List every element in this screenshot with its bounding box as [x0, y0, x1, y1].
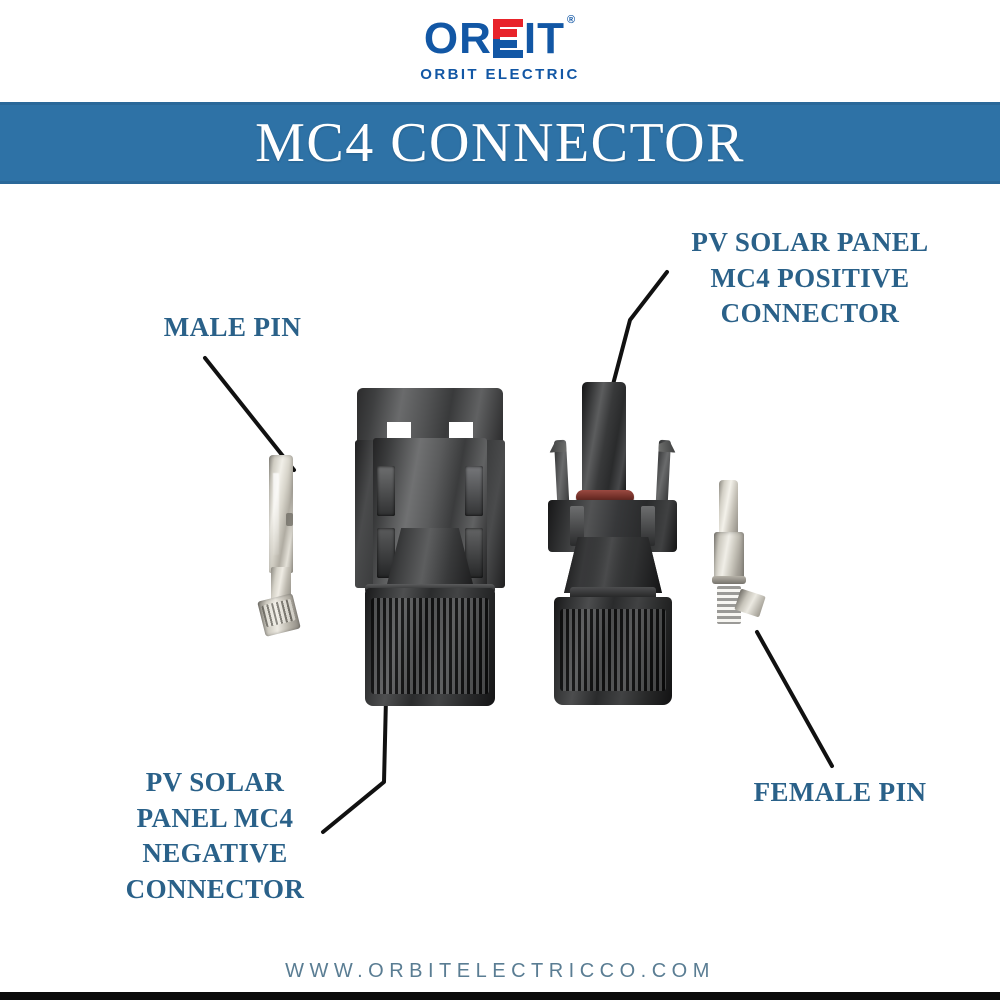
callout-label-positive-connector: PV SOLAR PANEL MC4 POSITIVE CONNECTOR	[691, 227, 929, 329]
title-banner: MC4 CONNECTOR	[0, 102, 1000, 184]
footer-bar	[0, 992, 1000, 1000]
logo-tagline: ORBIT ELECTRIC	[420, 66, 580, 83]
male-pin-notch	[286, 513, 293, 526]
callout-label-male-pin: MALE PIN	[163, 312, 302, 342]
positive-connector-nose	[582, 382, 626, 497]
logo-b-bar-1	[492, 19, 523, 27]
logo-b-bar-2	[492, 29, 517, 37]
logo-letters-before: OR	[423, 14, 492, 63]
female-pin-tip	[719, 480, 738, 538]
female-pin-ring	[712, 576, 746, 584]
positive-connector-cone	[564, 537, 662, 593]
negative-connector-latch-slot	[465, 466, 483, 516]
logo-b-glyph-icon	[492, 17, 523, 61]
logo-b-spine-red	[492, 19, 500, 58]
positive-connector-knurled-cap	[554, 597, 672, 705]
page-title: MC4 CONNECTOR	[255, 112, 745, 174]
positive-connector-rib-left	[570, 506, 584, 546]
leader-line-male-pin	[203, 356, 296, 472]
negative-connector-taper	[385, 528, 475, 592]
female-pin-photo	[705, 480, 775, 650]
logo-b-bar-3	[492, 40, 517, 48]
male-pin-photo	[255, 455, 305, 645]
negative-connector-latch-slot	[377, 466, 395, 516]
negative-connector-latch-slot	[465, 528, 483, 578]
negative-connector-latch-slot	[377, 528, 395, 578]
brand-logo: OR IT ® ORBIT ELECTRIC	[0, 0, 1000, 100]
callout-label-female-pin: FEMALE PIN	[753, 777, 927, 807]
negative-connector-flange	[357, 388, 503, 448]
callout-label-negative-connector: PV SOLAR PANEL MC4 NEGATIVE CONNECTOR	[125, 767, 305, 904]
positive-connector-photo	[540, 382, 685, 707]
logo-letters-after: IT	[523, 14, 565, 63]
logo-b-bar-4	[492, 50, 523, 58]
logo-b-spine-blue	[492, 39, 500, 58]
footer-website-url[interactable]: WWW.ORBITELECTRICCO.COM	[285, 960, 715, 982]
negative-connector-photo	[355, 388, 505, 708]
registered-trademark-icon: ®	[567, 14, 577, 26]
negative-connector-knurled-cap	[365, 588, 495, 706]
leader-line-female-pin	[755, 630, 834, 768]
logo-wordmark: OR IT ®	[423, 14, 577, 63]
female-pin-body	[714, 532, 744, 584]
male-pin-crimp-barrel	[257, 593, 301, 637]
positive-connector-rib-right	[641, 506, 655, 546]
